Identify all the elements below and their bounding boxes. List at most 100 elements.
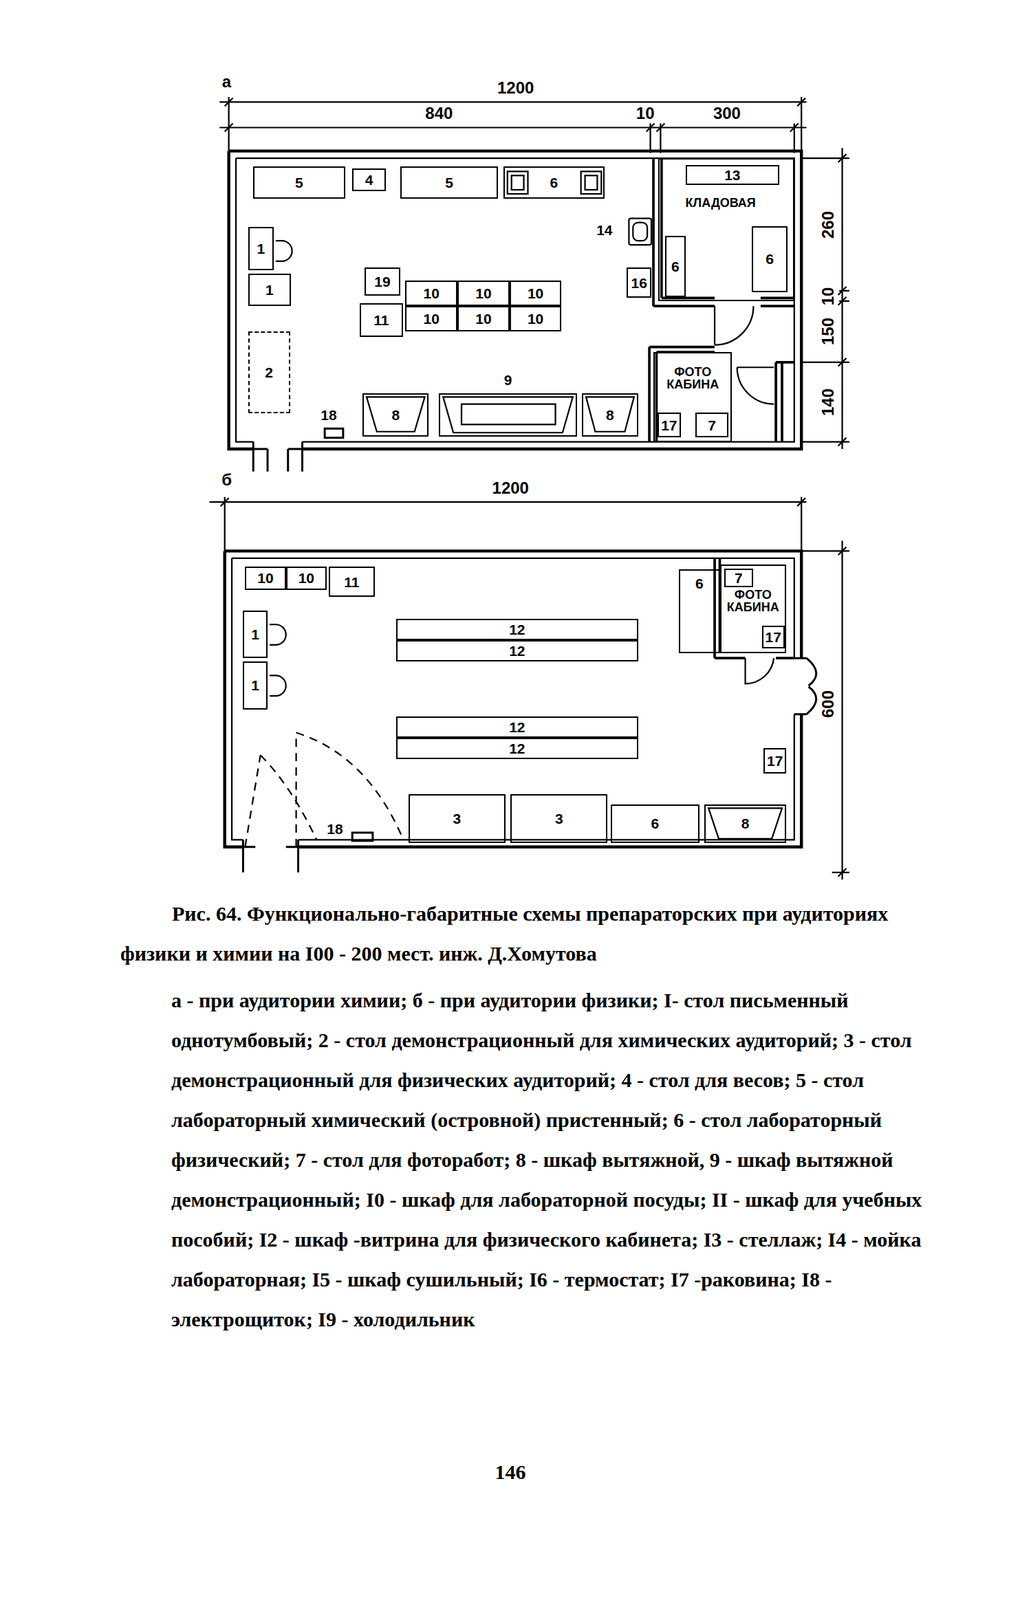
room-name: ФОТО КАБИНА	[654, 365, 731, 391]
furniture-box: 7	[695, 412, 729, 438]
plan-b-symbols	[269, 675, 287, 697]
dimension-label: 1200	[497, 79, 534, 97]
plan-a-symbols	[461, 404, 556, 426]
dimension-label: 1200	[492, 480, 529, 497]
item-number: 1	[256, 241, 265, 256]
dimension-label-holder: 10	[636, 105, 655, 122]
item-number: 12	[508, 720, 525, 735]
plan-a-walls	[737, 367, 774, 404]
furniture-box: 10	[405, 306, 458, 332]
dimension-label-holder: 1200	[492, 480, 529, 497]
furniture-box: 8	[581, 393, 639, 438]
furniture-box: 1	[248, 226, 274, 271]
furniture-box: 12	[396, 619, 639, 641]
dimension-label: 600	[819, 690, 837, 719]
figure-caption: Рис. 64. Функционально-габаритные схемы …	[120, 894, 946, 974]
page-number: 146	[495, 1452, 527, 1493]
item-number: 10	[423, 311, 440, 327]
plan-b-walls	[244, 733, 404, 848]
furniture-box: 3	[510, 794, 608, 844]
item-number: 11	[373, 312, 389, 328]
plan-a-symbols	[442, 396, 573, 433]
plan-b-symbols	[269, 624, 287, 646]
plan-a-walls	[253, 442, 302, 472]
item-number: 12	[508, 741, 525, 756]
item-number: 11	[343, 574, 360, 590]
furniture-box: 16	[626, 267, 652, 299]
plan-a-symbols	[275, 240, 293, 262]
plan-label-holder: б	[221, 471, 232, 489]
furniture-box: 8	[362, 393, 429, 438]
item-number: 7	[707, 418, 716, 433]
dimension-label: 300	[713, 105, 741, 122]
item-number: 10	[423, 286, 440, 301]
room-box: КЛАДОВАЯ1366	[658, 158, 794, 302]
item-number: 3	[555, 811, 564, 827]
dimension-label-holder: 600	[814, 696, 842, 713]
item-number: 10	[527, 311, 544, 327]
plan-a-walls	[714, 306, 754, 345]
item-number: 6	[765, 251, 774, 267]
plan-a-symbols	[507, 171, 529, 194]
plan-a-symbols	[511, 175, 525, 190]
item-number: 2	[264, 365, 274, 380]
item-number: 10	[475, 311, 492, 327]
callout-number: 18	[320, 407, 337, 422]
furniture-box: 4	[352, 168, 386, 192]
item-number: 8	[741, 816, 750, 831]
plan-a-dimensions	[219, 123, 807, 154]
furniture-box: 1	[242, 610, 268, 659]
plan-b-symbols	[352, 832, 373, 842]
plan-b-walls	[231, 558, 795, 841]
furniture-box: 12	[396, 738, 639, 760]
furniture-box: 6	[665, 235, 686, 298]
furniture-box: 6	[751, 226, 788, 293]
plan-a-dimensions	[219, 96, 850, 450]
item-number: 9	[504, 372, 513, 388]
furniture-box: 10	[244, 566, 286, 591]
item-number: 6	[695, 576, 704, 591]
plan-a-walls	[653, 158, 795, 307]
plan-b-walls	[794, 658, 817, 715]
item-number: 8	[391, 407, 400, 423]
plan-a-symbols	[628, 218, 652, 246]
plan-b-dimensions	[802, 541, 850, 881]
dimension-label-holder: 840	[425, 105, 453, 122]
item-number: 16	[631, 275, 648, 291]
room-name: ФОТО КАБИНА	[721, 588, 785, 614]
plan-a-dimensions	[219, 96, 807, 152]
item-number: 5	[295, 175, 304, 190]
furniture-box: 5	[400, 166, 499, 200]
plan-label-holder: а	[222, 73, 232, 91]
plan-a-walls	[235, 158, 795, 443]
furniture-box: 12	[396, 716, 639, 739]
furniture-box: 12	[396, 640, 639, 662]
plan-label: б	[221, 471, 232, 489]
plan-a-symbols	[324, 428, 344, 438]
dimension-label-holder: 10	[819, 288, 838, 305]
furniture-box: 17	[762, 625, 785, 649]
item-number: 6	[671, 259, 680, 274]
furniture-box: 3	[408, 794, 506, 844]
lab-table-box: 6	[678, 569, 720, 654]
callout-number-holder: 18	[326, 821, 343, 837]
plan-a-dimensions	[838, 154, 847, 446]
item-number: 1	[251, 678, 260, 693]
item-number: 10	[257, 570, 274, 586]
furniture-box: 7	[724, 568, 754, 588]
furniture-box: 8	[704, 804, 787, 844]
dimension-label: 260	[819, 211, 837, 239]
dimension-label-holder: 300	[713, 105, 741, 122]
item-number: 12	[508, 643, 525, 659]
item-number: 1	[251, 627, 260, 642]
plan-b-walls	[745, 658, 775, 684]
room-box: ФОТО КАБИНА7 17	[720, 564, 787, 654]
plan-a-symbols	[275, 171, 652, 438]
plan-b-dimensions	[838, 546, 847, 877]
furniture-box: 19	[364, 267, 401, 297]
furniture-box: 10	[457, 280, 510, 307]
plan-a-symbols	[632, 222, 648, 242]
fume-cupboard-box: 9	[438, 393, 577, 438]
dimension-label-holder: 150	[814, 323, 842, 340]
